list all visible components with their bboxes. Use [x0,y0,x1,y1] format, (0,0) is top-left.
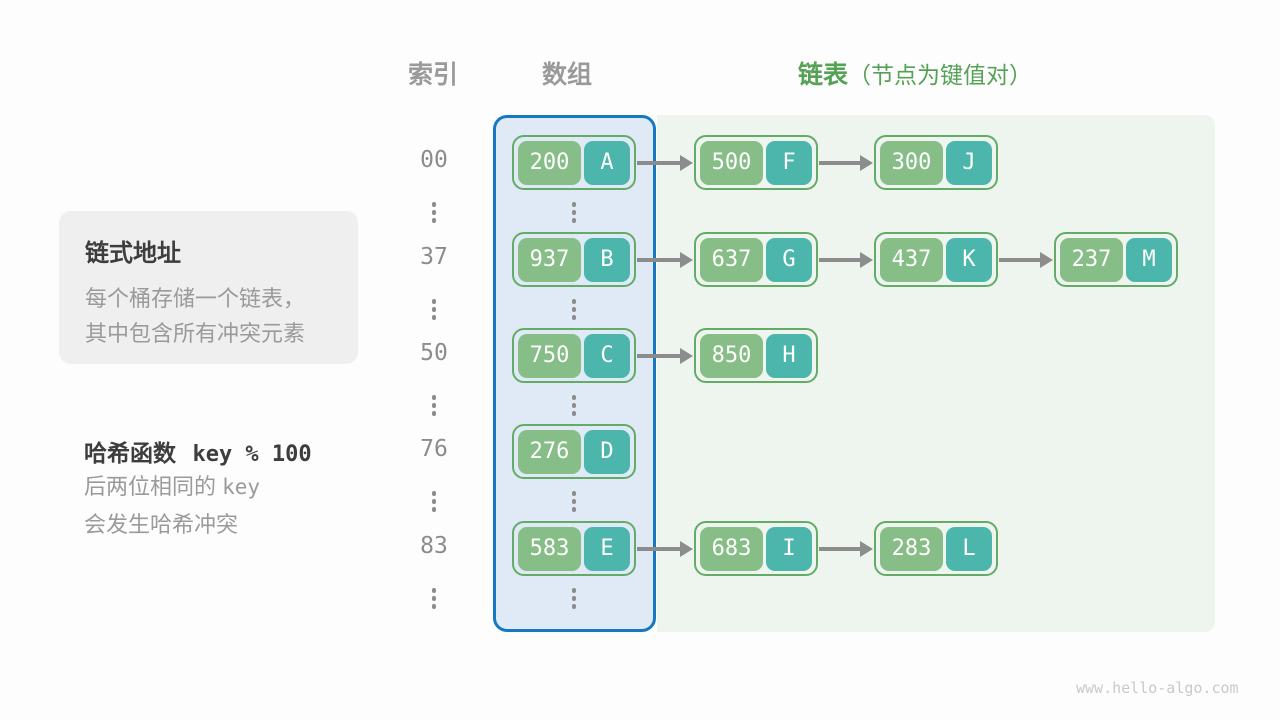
vertical-ellipsis-icon [431,299,436,320]
node-key: 300 [880,140,943,185]
node-value: L [946,526,992,571]
hash-note-line-1: 后两位相同的 key [84,468,312,506]
node-value: E [584,526,630,571]
vertical-ellipsis-icon [571,588,576,609]
arrow-shaft [637,354,683,358]
vertical-ellipsis-icon [431,395,436,416]
hash-function-row: 哈希函数 key % 100 [84,434,312,468]
node-key: 437 [880,237,943,282]
info-box-title: 链式地址 [85,240,181,267]
hash-note-line-2: 会发生哈希冲突 [84,512,239,537]
arrow-head-icon [680,252,693,268]
hash-note-key-code: key [222,475,261,499]
index-label: 50 [420,340,448,366]
node-value: D [584,429,630,474]
node-key: 937 [518,237,581,282]
arrow-shaft [637,258,683,262]
node-value: C [584,333,630,378]
node-value: H [766,333,812,378]
hash-function-note: 哈希函数 key % 100 后两位相同的 key 会发生哈希冲突 [84,434,312,544]
header-list-label: 链表 [798,61,849,89]
chaining-info-box: 链式地址 每个桶存储一个链表， 其中包含所有冲突元素 [59,211,358,364]
vertical-ellipsis-icon [571,202,576,223]
arrow-shaft [819,547,863,551]
node-key: 637 [700,237,763,282]
node-key: 850 [700,333,763,378]
arrow-head-icon [1040,252,1053,268]
node-value: K [946,237,992,282]
vertical-ellipsis-icon [431,202,436,223]
node-key: 583 [518,526,581,571]
info-box-line-1: 每个桶存储一个链表， [85,286,306,311]
header-array-column: 数组 [541,61,592,89]
index-label: 37 [420,244,448,270]
arrow-shaft [819,161,863,165]
vertical-ellipsis-icon [431,588,436,609]
vertical-ellipsis-icon [571,299,576,320]
hash-function-label: 哈希函数 [84,440,176,466]
node-value: I [766,526,812,571]
info-box-line-2: 其中包含所有冲突元素 [85,321,306,346]
node-key: 283 [880,526,943,571]
node-value: G [766,237,812,282]
arrow-shaft [819,258,863,262]
arrow-head-icon [860,252,873,268]
node-key: 500 [700,140,763,185]
node-value: A [584,140,630,185]
node-value: F [766,140,812,185]
watermark: www.hello-algo.com [1076,679,1239,697]
node-value: B [584,237,630,282]
node-value: J [946,140,992,185]
node-key: 683 [700,526,763,571]
index-label: 83 [420,533,448,559]
vertical-ellipsis-icon [571,395,576,416]
arrow-head-icon [860,541,873,557]
arrow-head-icon [860,155,873,171]
arrow-shaft [637,161,683,165]
header-index-column: 索引 [407,61,458,89]
arrow-head-icon [680,348,693,364]
hash-function-code: key % 100 [192,442,312,467]
header-list-column: 链表（节点为键值对） [798,55,1032,91]
arrow-shaft [637,547,683,551]
vertical-ellipsis-icon [571,491,576,512]
node-value: M [1126,237,1172,282]
arrow-head-icon [680,541,693,557]
header-list-note: （节点为键值对） [848,62,1033,88]
arrow-head-icon [680,155,693,171]
node-key: 276 [518,429,581,474]
node-key: 750 [518,333,581,378]
arrow-shaft [999,258,1043,262]
node-key: 200 [518,140,581,185]
index-label: 76 [420,436,448,462]
node-key: 237 [1060,237,1123,282]
hash-note-prefix: 后两位相同的 [84,474,217,499]
index-label: 00 [420,147,448,173]
vertical-ellipsis-icon [431,491,436,512]
